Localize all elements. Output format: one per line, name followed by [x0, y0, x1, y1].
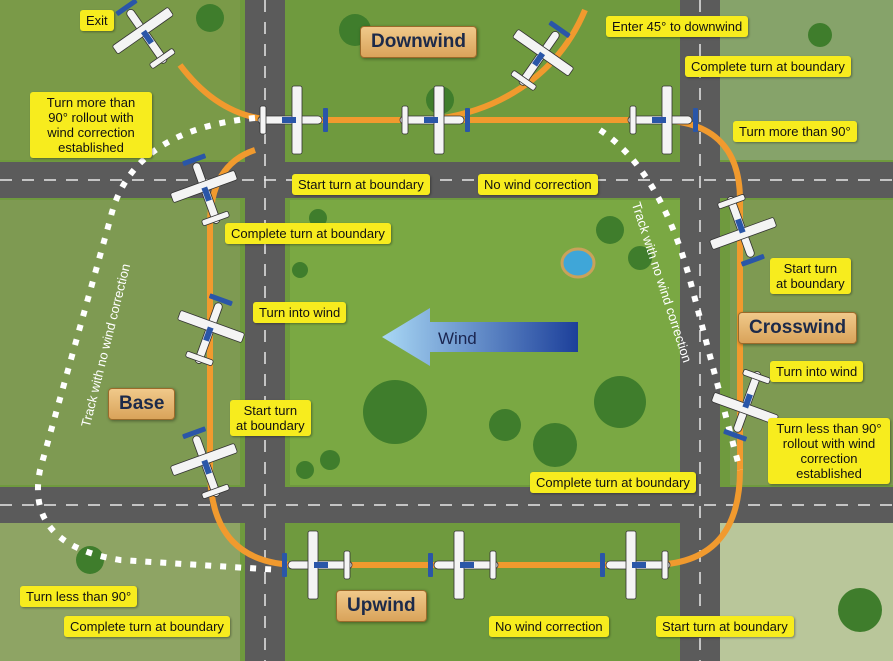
- leg-label-base: Base: [108, 388, 176, 420]
- callout-turn-more-90-rollout: Turn more than 90° rollout with wind cor…: [30, 92, 152, 158]
- callout-turn-less-90: Turn less than 90°: [20, 586, 138, 607]
- callout-start-turn-upwind: Start turn at boundary: [656, 616, 794, 637]
- callout-turn-into-wind-crosswind: Turn into wind: [770, 361, 864, 382]
- callout-complete-turn-left: Complete turn at boundary: [225, 223, 391, 244]
- callout-no-wind-correction-upwind: No wind correction: [489, 616, 609, 637]
- callout-start-turn-base-line1: Start turn: [243, 403, 298, 418]
- leg-label-crosswind: Crosswind: [738, 312, 858, 344]
- pond: [560, 247, 596, 279]
- leg-label-downwind: Downwind: [360, 26, 477, 58]
- leg-label-upwind: Upwind: [336, 590, 427, 622]
- lot-bottom-right: [720, 515, 893, 661]
- callout-turn-into-wind-base: Turn into wind: [253, 302, 347, 323]
- callout-start-turn-downwind: Start turn at boundary: [292, 174, 430, 195]
- track-left-dotted: [34, 115, 281, 573]
- callout-exit: Exit: [80, 10, 114, 31]
- callout-enter: Enter 45° to downwind: [606, 16, 749, 37]
- trees: [76, 4, 882, 632]
- callout-start-turn-base-line2: at boundary: [236, 418, 305, 433]
- callout-complete-turn-bottom-right: Complete turn at boundary: [530, 472, 696, 493]
- wind-arrow: [382, 308, 578, 366]
- entry-path: [429, 8, 588, 123]
- callout-start-turn-line1: Start turn: [783, 261, 838, 276]
- callout-no-wind-correction-downwind: No wind correction: [478, 174, 598, 195]
- wind-label: Wind: [438, 329, 477, 348]
- callout-turn-less-90-rollout: Turn less than 90° rollout with wind cor…: [768, 418, 890, 484]
- callout-turn-more-90: Turn more than 90°: [733, 121, 857, 142]
- track-right-dotted: [598, 127, 743, 471]
- callout-complete-turn-bottom-left: Complete turn at boundary: [64, 616, 230, 637]
- callout-complete-turn-top-right: Complete turn at boundary: [685, 56, 851, 77]
- callout-start-turn-line2: at boundary: [776, 276, 845, 291]
